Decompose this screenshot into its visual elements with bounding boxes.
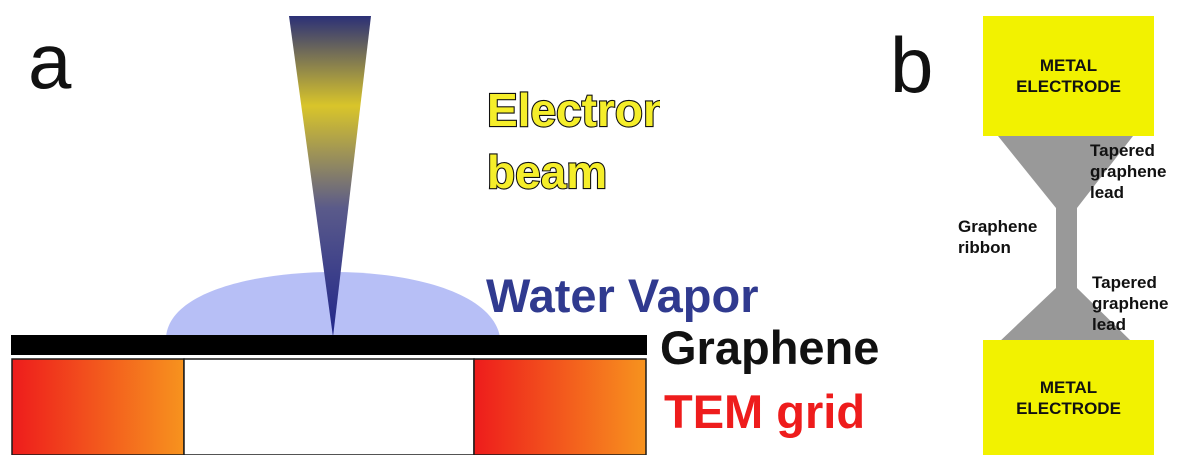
electron-beam-label-line2: beam xyxy=(487,146,607,198)
panel-a-diagram: Electron beam xyxy=(11,16,660,455)
panel-a-letter: a xyxy=(28,17,72,105)
top-metal-electrode: METAL ELECTRODE xyxy=(983,16,1154,136)
graphene-lead-and-ribbon xyxy=(998,136,1133,343)
graphene-label: Graphene xyxy=(660,321,880,374)
bottom-metal-electrode: METAL ELECTRODE xyxy=(983,340,1154,455)
tem-grid-opening xyxy=(183,358,475,455)
bottom-tapered-lead-label: Tapered graphene lead xyxy=(1092,273,1169,334)
graphene-sheet xyxy=(11,335,647,355)
tem-grid-label: TEM grid xyxy=(664,385,866,438)
panel-b-letter: b xyxy=(890,21,934,109)
electron-beam-cone xyxy=(289,16,371,337)
top-tapered-lead-label: Tapered graphene lead xyxy=(1090,141,1167,202)
water-vapor-label: Water Vapor xyxy=(486,269,759,322)
electron-beam-label-line1: Electron xyxy=(487,84,660,136)
bottom-electrode-label: METAL ELECTRODE xyxy=(1016,377,1121,418)
tem-grid-left-bar xyxy=(11,358,185,455)
graphene-ribbon-label: Graphene ribbon xyxy=(958,217,1038,257)
tem-grid-right-bar xyxy=(473,358,647,455)
top-electrode-label: METAL ELECTRODE xyxy=(1016,56,1121,96)
